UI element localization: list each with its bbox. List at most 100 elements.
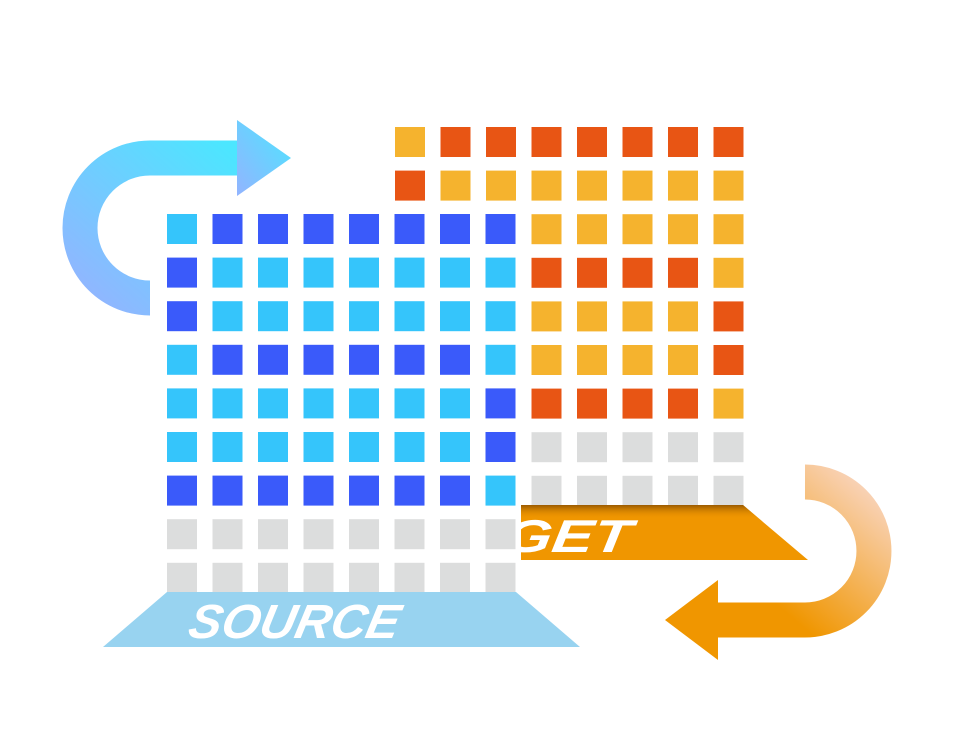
source-cell bbox=[212, 301, 243, 332]
target-cell bbox=[577, 345, 607, 375]
source-cell bbox=[349, 257, 379, 288]
source-cell bbox=[258, 257, 288, 288]
source-cell bbox=[440, 214, 470, 244]
target-cell bbox=[622, 345, 653, 375]
source-cell bbox=[349, 344, 379, 375]
source-cell bbox=[349, 388, 379, 419]
target-cell bbox=[668, 127, 698, 157]
target-cell bbox=[486, 127, 516, 157]
source-platform: SOURCE bbox=[103, 592, 580, 649]
source-cell bbox=[167, 562, 197, 593]
source-cell bbox=[485, 214, 516, 244]
target-cell bbox=[531, 214, 562, 245]
source-cell bbox=[440, 432, 470, 462]
source-cell bbox=[394, 432, 425, 462]
target-cell bbox=[668, 432, 698, 463]
source-cell bbox=[167, 301, 197, 332]
source-cell bbox=[303, 519, 334, 550]
source-cell bbox=[303, 257, 334, 288]
source-cell bbox=[212, 257, 243, 288]
source-cell bbox=[440, 475, 470, 506]
target-cell bbox=[531, 345, 562, 375]
source-cell bbox=[394, 301, 425, 332]
source-cell bbox=[212, 519, 243, 550]
source-cell bbox=[485, 388, 516, 419]
source-cell bbox=[258, 432, 288, 462]
source-cell bbox=[167, 475, 197, 506]
source-cell bbox=[303, 388, 334, 419]
source-cell bbox=[440, 519, 470, 550]
target-cell bbox=[713, 345, 744, 375]
target-cell bbox=[713, 432, 744, 463]
target-cell bbox=[531, 127, 562, 157]
target-cell bbox=[440, 127, 471, 157]
target-cell bbox=[531, 432, 562, 463]
source-cell bbox=[167, 388, 197, 419]
target-cell bbox=[668, 257, 698, 288]
source-cell bbox=[212, 388, 243, 419]
source-cell bbox=[349, 562, 379, 593]
target-cell bbox=[622, 170, 653, 201]
target-cell bbox=[531, 301, 562, 332]
source-cell bbox=[303, 432, 334, 462]
source-cell bbox=[258, 301, 288, 332]
source-cell bbox=[212, 562, 243, 593]
source-cell bbox=[212, 214, 243, 244]
target-cell bbox=[668, 170, 698, 201]
target-cell bbox=[713, 475, 744, 506]
target-cell bbox=[622, 214, 653, 245]
target-cell bbox=[668, 388, 698, 419]
source-cell bbox=[212, 432, 243, 462]
source-cell bbox=[258, 344, 288, 375]
target-cell bbox=[713, 301, 744, 332]
target-platform: TARGET bbox=[378, 505, 808, 562]
target-cell bbox=[713, 388, 744, 419]
curved-arrow-right-icon bbox=[62, 120, 291, 316]
target-cell bbox=[577, 257, 607, 288]
source-cell bbox=[440, 257, 470, 288]
source-cell bbox=[258, 214, 288, 244]
source-cell bbox=[394, 519, 425, 550]
source-cell bbox=[349, 475, 379, 506]
source-cell bbox=[440, 301, 470, 332]
source-cell bbox=[394, 475, 425, 506]
target-cell bbox=[395, 127, 425, 157]
source-cell bbox=[394, 257, 425, 288]
target-cell bbox=[622, 388, 653, 419]
target-cell bbox=[531, 475, 562, 506]
source-cell bbox=[485, 519, 516, 550]
source-cell bbox=[167, 257, 197, 288]
target-cell bbox=[577, 388, 607, 419]
target-cell bbox=[577, 127, 607, 157]
target-grid bbox=[395, 127, 744, 506]
target-cell bbox=[486, 170, 516, 201]
target-cell bbox=[622, 475, 653, 506]
source-cell bbox=[394, 388, 425, 419]
source-cell bbox=[212, 475, 243, 506]
source-cell bbox=[303, 344, 334, 375]
source-cell bbox=[394, 562, 425, 593]
curved-arrow-left-icon bbox=[665, 464, 892, 660]
target-cell bbox=[531, 170, 562, 201]
source-cell bbox=[258, 475, 288, 506]
target-cell bbox=[395, 170, 425, 201]
source-cell bbox=[485, 432, 516, 462]
source-cell bbox=[394, 344, 425, 375]
target-cell bbox=[577, 475, 607, 506]
source-cell bbox=[303, 301, 334, 332]
source-cell bbox=[258, 562, 288, 593]
target-cell bbox=[622, 257, 653, 288]
source-cell bbox=[440, 388, 470, 419]
target-cell bbox=[622, 432, 653, 463]
target-cell bbox=[577, 301, 607, 332]
source-cell bbox=[485, 344, 516, 375]
source-cell bbox=[485, 562, 516, 593]
target-cell bbox=[577, 432, 607, 463]
source-cell bbox=[303, 475, 334, 506]
target-label: TARGET bbox=[378, 510, 640, 562]
source-cell bbox=[349, 301, 379, 332]
source-cell bbox=[167, 519, 197, 550]
source-label: SOURCE bbox=[184, 595, 407, 648]
source-cell bbox=[212, 344, 243, 375]
